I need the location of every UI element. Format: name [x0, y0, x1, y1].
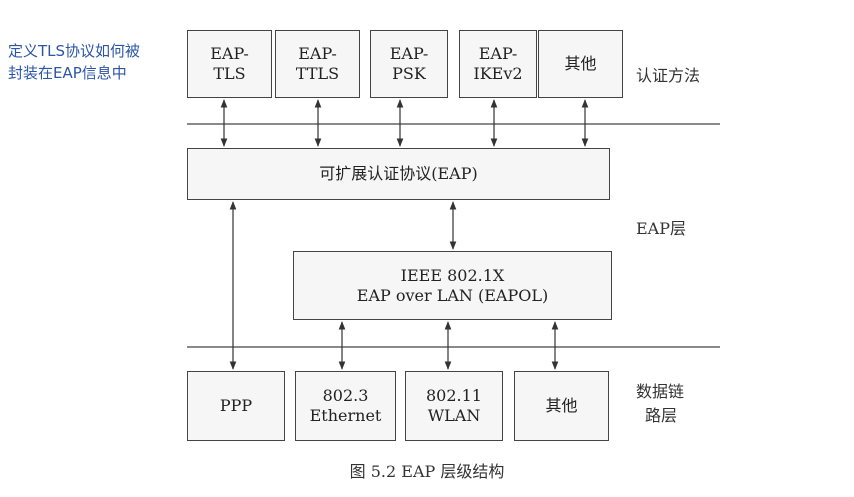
link-box-wlan: 802.11 WLAN — [405, 371, 503, 441]
link-box-other: 其他 — [514, 371, 609, 441]
method-label-1: EAP- — [389, 44, 429, 63]
method-label-2: IKEv2 — [473, 64, 523, 83]
method-box-eap-ikev2: EAP- IKEv2 — [459, 30, 537, 98]
link-label-1: PPP — [219, 396, 253, 415]
layer-label-link-1: 数据链 — [636, 382, 685, 401]
link-label-1: 802.11 — [426, 386, 482, 405]
method-label-1: EAP- — [210, 44, 249, 63]
method-label-2: PSK — [392, 64, 426, 83]
link-label-2: Ethernet — [309, 406, 382, 425]
link-label-1: 其他 — [545, 396, 578, 415]
layer-label-link-2: 路层 — [645, 406, 678, 425]
link-box-ppp: PPP — [187, 371, 285, 441]
annotation-line-2: 封装在EAP信息中 — [8, 64, 127, 82]
method-box-eap-ttls: EAP- TTLS — [275, 30, 360, 98]
method-box-eap-tls: EAP- TLS — [187, 30, 272, 98]
eap-protocol-label: 可扩展认证协议(EAP) — [319, 164, 478, 183]
method-box-eap-psk: EAP- PSK — [370, 30, 448, 98]
annotation-line-1: 定义TLS协议如何被 — [8, 42, 141, 60]
method-label-2: TLS — [213, 64, 246, 83]
layer-label-auth: 认证方法 — [636, 66, 701, 85]
method-box-other: 其他 — [538, 30, 623, 98]
layer-label-eap: EAP层 — [636, 219, 687, 238]
method-label-1: 其他 — [564, 54, 597, 73]
annotation-note: 定义TLS协议如何被 封装在EAP信息中 — [8, 40, 140, 84]
link-box-ethernet: 802.3 Ethernet — [295, 371, 396, 441]
method-label-1: EAP- — [298, 44, 337, 63]
eapol-label-2: EAP over LAN (EAPOL) — [356, 285, 549, 305]
method-label-1: EAP- — [478, 44, 518, 63]
link-label-2: WLAN — [427, 406, 481, 425]
figure-caption: 图 5.2 EAP 层级结构 — [349, 462, 505, 481]
link-label-1: 802.3 — [322, 386, 369, 405]
eap-protocol-box: 可扩展认证协议(EAP) — [187, 148, 610, 200]
eapol-box: IEEE 802.1X EAP over LAN (EAPOL) — [293, 251, 612, 320]
eapol-label-1: IEEE 802.1X — [400, 265, 505, 285]
method-label-2: TTLS — [295, 64, 340, 83]
